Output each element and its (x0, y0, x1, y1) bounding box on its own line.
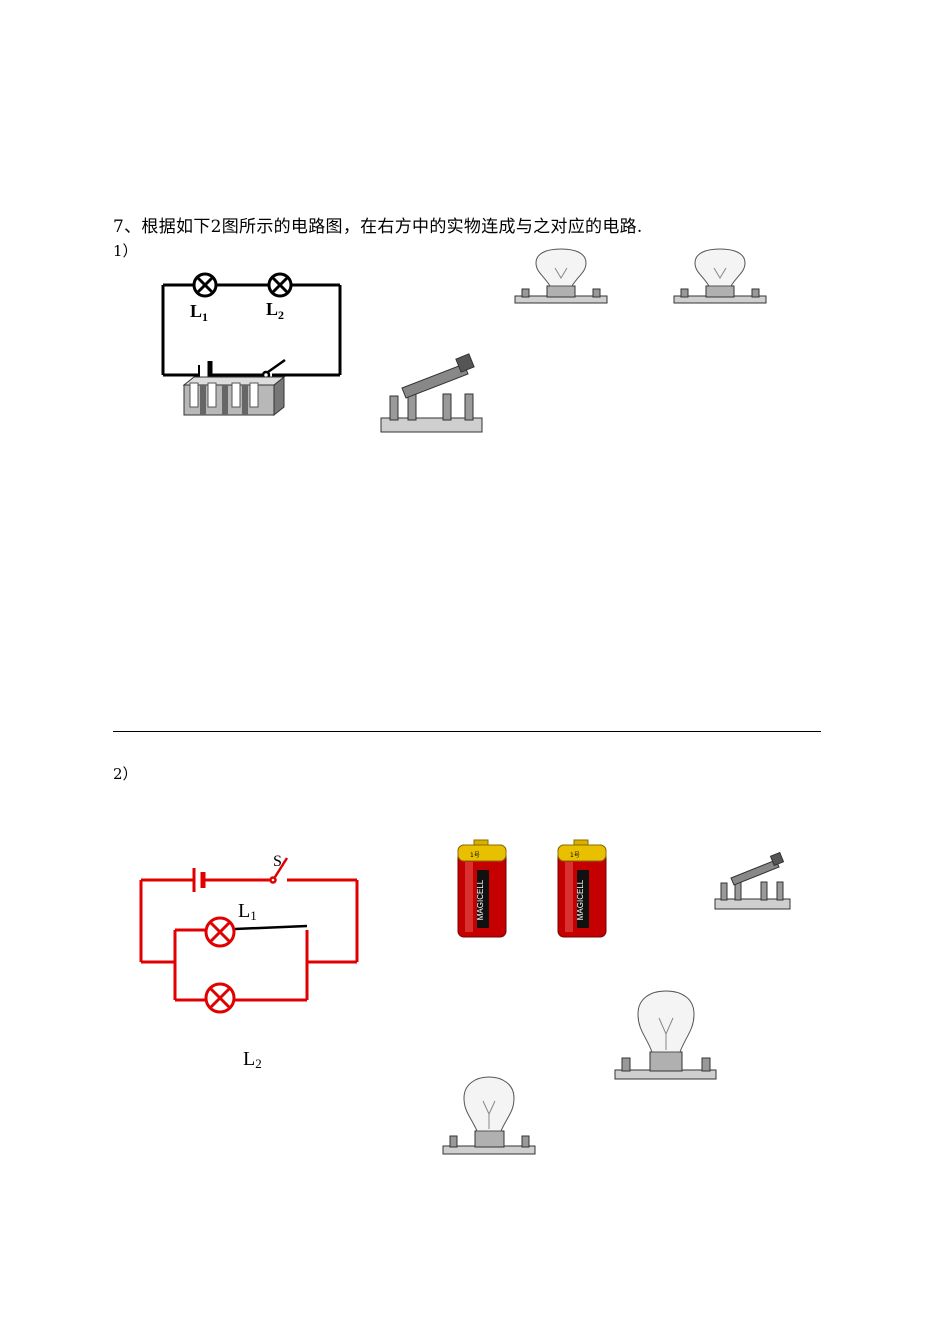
question-text: 7、根据如下2图所示的电路图，在右方中的实物连成与之对应的电路. (113, 217, 643, 237)
part1-knife-switch (380, 353, 483, 433)
battery-1-badge: 1号 (470, 852, 480, 859)
p2-switch-label: S (273, 853, 282, 870)
p2-l2-label: L (243, 1048, 255, 1070)
part2-circuit-diagram: S L1 L2 (139, 853, 359, 1071)
part1-lamp-1 (514, 248, 608, 304)
battery-2-badge: 1号 (570, 852, 580, 859)
part2-knife-switch (714, 851, 791, 910)
part2-battery-1: MAGICELL 1号 (457, 839, 507, 938)
p1-l1-label: L (190, 301, 202, 321)
p2-l1-sub: 1 (250, 908, 257, 923)
lamp-l2-symbol (267, 272, 293, 298)
p1-l2-label: L (266, 299, 278, 319)
p2-l1-label: L (238, 900, 250, 922)
part2-lamp-large (614, 990, 717, 1080)
p2-battery-symbol (192, 868, 206, 892)
svg-text:L2: L2 (243, 1048, 262, 1071)
svg-text:L1: L1 (190, 301, 208, 324)
p2-lamp-l1-symbol (204, 916, 236, 948)
p1-l1-sub: 1 (202, 310, 208, 324)
p2-l2-sub: 2 (255, 1056, 262, 1071)
p2-switch-symbol (269, 857, 289, 884)
p2-lamp-l2-symbol (204, 982, 236, 1014)
battery-1-brand: MAGICELL (476, 879, 485, 920)
svg-text:L1: L1 (238, 900, 257, 923)
part1-lamp-2 (673, 248, 767, 304)
part2-battery-2: MAGICELL 1号 (557, 839, 607, 938)
lamp-l1-symbol (192, 272, 218, 298)
part1-label: 1） (113, 242, 138, 260)
svg-text:L2: L2 (266, 299, 284, 322)
part2-label: 2） (113, 765, 138, 783)
battery-block-image (182, 375, 286, 417)
part1-circuit-diagram: L1 L2 (161, 272, 342, 417)
section-divider (113, 731, 821, 732)
battery-2-brand: MAGICELL (576, 879, 585, 920)
p1-l2-sub: 2 (278, 308, 284, 322)
part2-lamp-small (442, 1076, 536, 1155)
